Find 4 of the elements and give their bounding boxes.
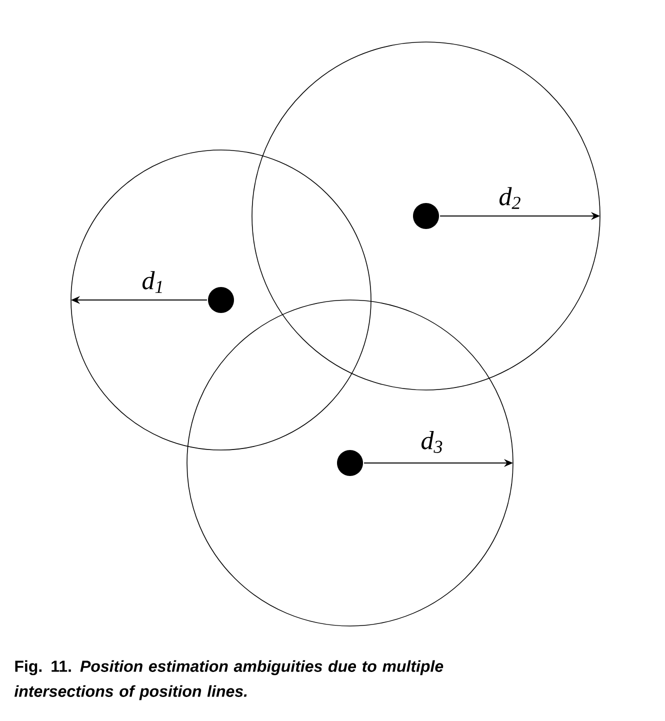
caption: Fig. 11. Position estimation ambiguities due to multiple intersections of position lines. bbox=[14, 660, 444, 700]
radius-label: d$_{1}$ bbox=[142, 271, 162, 293]
radius-label: d$_{3}$ bbox=[421, 431, 442, 453]
radius-label: d$_{2}$ bbox=[499, 187, 520, 209]
